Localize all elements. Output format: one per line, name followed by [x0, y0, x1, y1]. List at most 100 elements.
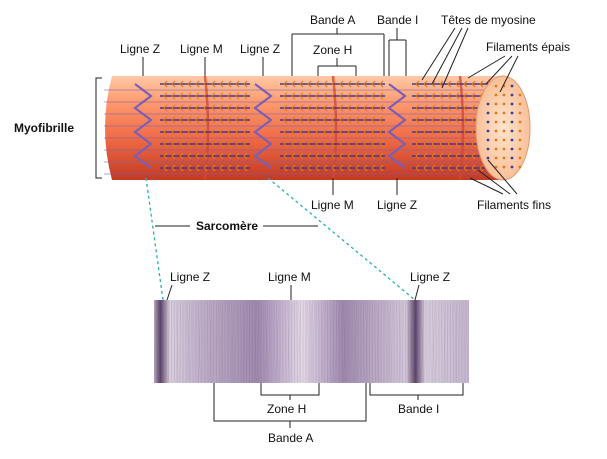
myosin-head — [195, 104, 200, 112]
myosin-head — [331, 92, 336, 100]
myosin-head — [299, 116, 304, 124]
myosin-head — [323, 164, 328, 172]
myosin-head — [291, 152, 296, 160]
micrograph-striation — [399, 300, 402, 383]
myofibril-tube — [104, 75, 531, 181]
micrograph-striation — [218, 300, 220, 383]
myosin-head — [463, 128, 468, 136]
micrograph-striation — [463, 300, 465, 383]
micrograph-striation — [175, 300, 179, 383]
filament-dot — [510, 84, 514, 88]
myosin-head — [355, 152, 360, 160]
myosin-head — [431, 140, 436, 148]
myosin-head — [471, 152, 476, 160]
myosin-head — [371, 140, 376, 148]
micrograph-striation — [265, 300, 268, 383]
myosin-head — [379, 92, 384, 100]
micrograph-striation — [187, 300, 190, 383]
myosin-head — [203, 140, 208, 148]
myosin-head — [423, 128, 428, 136]
myosin-head — [423, 164, 428, 172]
myosin-head — [291, 92, 296, 100]
micrograph-striation — [443, 300, 446, 383]
label-ligne-m-top: Ligne M — [180, 42, 223, 56]
myosin-head — [243, 152, 248, 160]
myosin-head — [171, 80, 176, 88]
micrograph-striation — [254, 300, 257, 383]
filament-dot — [510, 138, 514, 142]
myosin-head — [227, 140, 232, 148]
myosin-head — [347, 164, 352, 172]
myosin-head — [347, 104, 352, 112]
myosin-head — [187, 164, 192, 172]
filament-dot — [518, 138, 522, 142]
myosin-head — [235, 92, 240, 100]
myosin-head — [227, 128, 232, 136]
myosin-head — [423, 116, 428, 124]
micrograph-striation — [290, 300, 293, 383]
myosin-head — [463, 164, 468, 172]
myosin-head — [371, 152, 376, 160]
filament-dot — [486, 138, 490, 142]
micrograph-striation — [365, 300, 369, 383]
micrograph-striation — [307, 300, 309, 383]
micrograph-striation — [343, 300, 346, 383]
myosin-head — [299, 164, 304, 172]
myosin-head — [187, 80, 192, 88]
myosin-head — [347, 140, 352, 148]
myosin-head — [235, 152, 240, 160]
micrograph-striation — [243, 300, 246, 383]
myosin-head — [299, 128, 304, 136]
myosin-head — [219, 164, 224, 172]
myosin-head — [363, 80, 368, 88]
myosin-head — [415, 92, 420, 100]
myosin-head — [171, 92, 176, 100]
micrograph-striation — [298, 300, 301, 383]
myosin-head — [307, 140, 312, 148]
filament-dot — [486, 102, 490, 106]
leader-filaments-epais — [467, 55, 519, 93]
label-bande-a-top: Bande A — [310, 13, 355, 27]
filament-dot — [510, 93, 514, 97]
micrograph-striation — [346, 300, 348, 383]
filament-dot — [494, 102, 498, 106]
myosin-head — [235, 80, 240, 88]
myosin-head — [283, 140, 288, 148]
leader-micro-ligne-z-left — [166, 284, 173, 301]
myosin-head — [211, 164, 216, 172]
micrograph-striation — [418, 300, 421, 383]
myosin-head — [423, 80, 428, 88]
micrograph-striation — [276, 300, 279, 383]
myosin-head — [471, 140, 476, 148]
m-line — [203, 76, 210, 180]
myosin-head — [363, 92, 368, 100]
myosin-head — [447, 80, 452, 88]
myosin-head — [195, 128, 200, 136]
micrograph-striation — [396, 300, 399, 383]
myosin-head — [211, 152, 216, 160]
micrograph-striation — [195, 300, 198, 383]
filament-dot — [510, 120, 514, 124]
myosin-head — [219, 116, 224, 124]
myosin-head — [299, 152, 304, 160]
myosin-head — [195, 152, 200, 160]
myosin-head — [471, 128, 476, 136]
myosin-head — [471, 104, 476, 112]
micrograph-striation — [402, 300, 404, 383]
myosin-head — [479, 80, 484, 88]
micrograph-striation — [391, 300, 393, 383]
micrograph-striation — [413, 300, 415, 383]
myosin-head — [203, 80, 208, 88]
myosin-head — [479, 164, 484, 172]
micrograph-striation — [354, 300, 357, 383]
micrograph-striation — [209, 300, 212, 383]
label-bande-a-bottom: Bande A — [268, 431, 313, 445]
myosin-head — [283, 164, 288, 172]
myosin-head — [227, 152, 232, 160]
myosin-head — [219, 80, 224, 88]
myosin-head — [431, 104, 436, 112]
micrograph-striation — [432, 300, 435, 383]
myosin-head — [455, 104, 460, 112]
micrograph-striation — [365, 300, 368, 383]
